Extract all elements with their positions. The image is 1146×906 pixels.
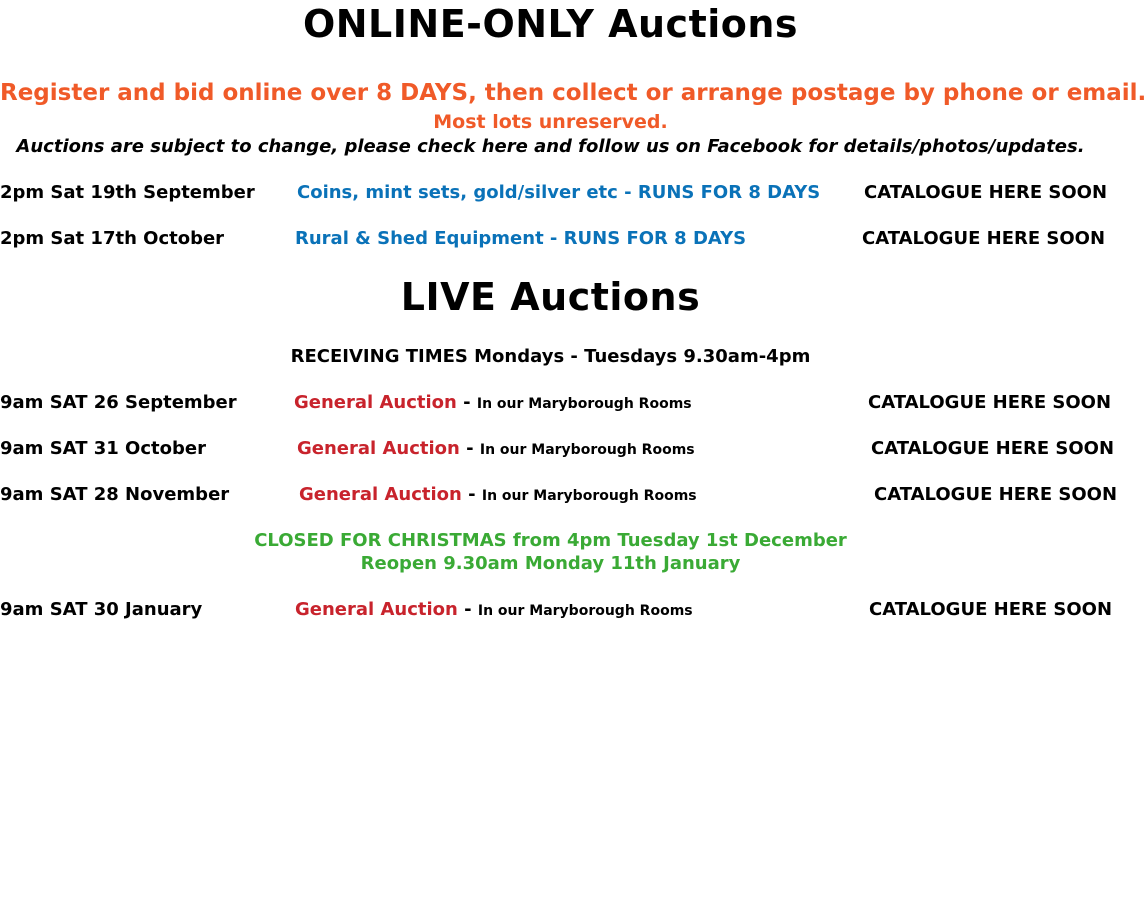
live-auctions-heading: LIVE Auctions — [400, 275, 701, 319]
unreserved-note: Most lots unreserved. — [433, 111, 668, 133]
reopen-notice: Reopen 9.30am Monday 11th January — [360, 553, 741, 574]
online-row-date: 2pm Sat 17th October — [0, 228, 225, 249]
separator: - — [459, 438, 480, 459]
subject-to-change-note: Auctions are subject to change, please c… — [0, 136, 1101, 157]
location-text: In our Maryborough Rooms — [476, 396, 692, 412]
register-info: Register and bid online over 8 DAYS, the… — [0, 80, 1146, 106]
location-text: In our Maryborough Rooms — [477, 603, 693, 619]
catalogue-link[interactable]: CATALOGUE HERE SOON — [868, 392, 1112, 413]
catalogue-link[interactable]: CATALOGUE HERE SOON — [864, 182, 1108, 203]
online-auctions-heading: ONLINE-ONLY Auctions — [302, 2, 799, 46]
separator: - — [456, 392, 477, 413]
live-row-title: General Auction - In our Maryborough Roo… — [299, 484, 697, 505]
here-link[interactable]: here — [481, 136, 528, 157]
general-auction-link[interactable]: General Auction — [297, 438, 460, 459]
live-row-date: 9am SAT 30 January — [0, 599, 203, 620]
note-suffix: and follow us on Facebook for details/ph… — [527, 136, 1085, 157]
catalogue-link[interactable]: CATALOGUE HERE SOON — [869, 599, 1113, 620]
live-row-date: 9am SAT 28 November — [0, 484, 230, 505]
general-auction-link[interactable]: General Auction — [299, 484, 462, 505]
separator: - — [461, 484, 482, 505]
catalogue-link[interactable]: CATALOGUE HERE SOON — [874, 484, 1118, 505]
catalogue-link[interactable]: CATALOGUE HERE SOON — [871, 438, 1115, 459]
live-row-title: General Auction - In our Maryborough Roo… — [295, 599, 693, 620]
separator: - — [457, 599, 478, 620]
live-row-date: 9am SAT 26 September — [0, 392, 237, 413]
general-auction-link[interactable]: General Auction — [294, 392, 457, 413]
christmas-closure-notice: CLOSED FOR CHRISTMAS from 4pm Tuesday 1s… — [254, 530, 847, 551]
receiving-times: RECEIVING TIMES Mondays - Tuesdays 9.30a… — [290, 346, 811, 367]
location-text: In our Maryborough Rooms — [481, 488, 697, 504]
live-row-title: General Auction - In our Maryborough Roo… — [297, 438, 695, 459]
live-row-title: General Auction - In our Maryborough Roo… — [294, 392, 692, 413]
online-row-title-link[interactable]: Rural & Shed Equipment - RUNS FOR 8 DAYS — [295, 228, 747, 249]
location-text: In our Maryborough Rooms — [479, 442, 695, 458]
online-row-date: 2pm Sat 19th September — [0, 182, 255, 203]
catalogue-link[interactable]: CATALOGUE HERE SOON — [862, 228, 1106, 249]
live-row-date: 9am SAT 31 October — [0, 438, 206, 459]
online-row-title-link[interactable]: Coins, mint sets, gold/silver etc - RUNS… — [297, 182, 821, 203]
note-prefix: Auctions are subject to change, please c… — [16, 136, 482, 157]
general-auction-link[interactable]: General Auction — [295, 599, 458, 620]
